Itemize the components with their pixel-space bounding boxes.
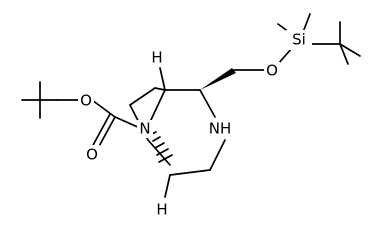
atom-h-bottom: H [156,201,167,219]
bond-c-n [114,116,141,129]
atom-o-ester: O [80,92,92,110]
bond-o-si [277,47,293,65]
boc-tert-butyl [21,81,81,119]
atom-o-silyl: O [266,62,278,80]
bicyclic-core [129,67,226,198]
bond-c-o-double [91,113,116,151]
atom-n-bridge: N [139,120,150,138]
bond-o-carbonyl [91,99,116,118]
atom-o-carbonyl: O [86,146,98,164]
atom-labels: O O N H H NH O Si [78,30,312,219]
molecule-structure: O O N H H NH O Si [21,13,361,219]
atom-h-top: H [151,49,162,67]
atom-si: Si [292,31,306,49]
atom-nh: NH [209,120,232,138]
hash-bond-n-bottom [151,131,173,163]
wedge-bond-c-ch2 [200,68,236,90]
